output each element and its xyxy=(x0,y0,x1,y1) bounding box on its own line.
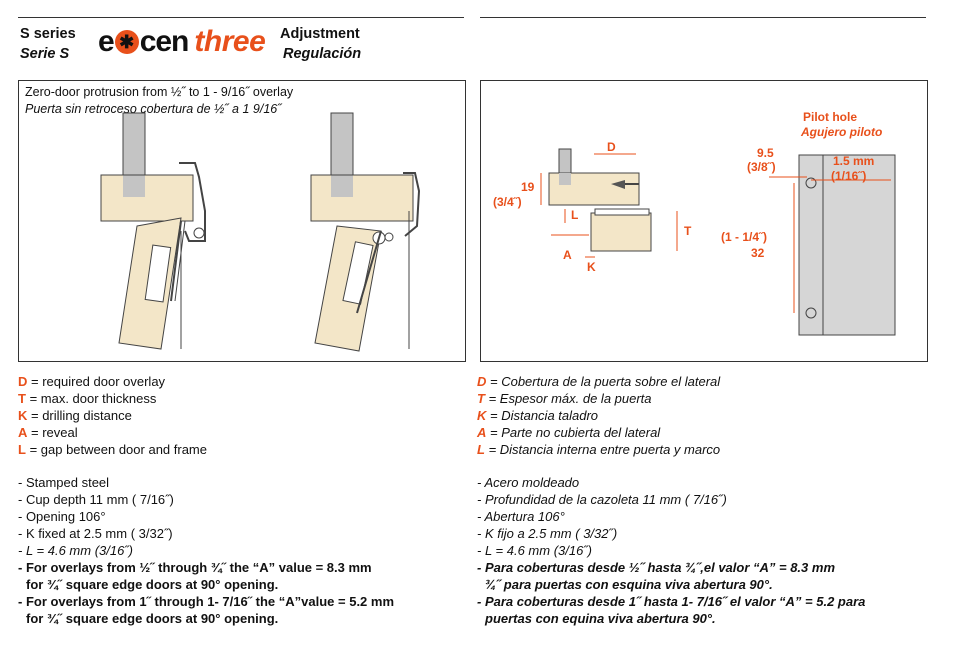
specs-en: - Stamped steel - Cup depth 11 mm ( 7/16… xyxy=(18,474,468,627)
specs-es: - Acero moldeado - Profundidad de la caz… xyxy=(477,474,947,627)
dim-15: 1.5 mm xyxy=(833,154,874,168)
title-es: Regulación xyxy=(283,46,362,62)
spec-en-0: - Stamped steel xyxy=(18,475,110,490)
dim-label-K: K xyxy=(587,260,596,274)
legend-row-l: L = gap between door and frame xyxy=(18,442,207,457)
legend-row-k: K = drilling distance xyxy=(18,408,132,423)
spec-en-5: - For overlays from ½˝ through ¾˝ the “A… xyxy=(18,560,372,575)
eccen-three-logo: e ✱ cen three xyxy=(98,24,266,60)
hinge-diagram-left xyxy=(100,112,421,352)
spec-en-6: for ¾˝ square edge doors at 90° opening. xyxy=(26,577,279,592)
dim-15-in: (1/16˝) xyxy=(831,169,866,183)
legend-row-d: D = required door overlay xyxy=(18,374,166,389)
pilot-hole-en: Pilot hole xyxy=(803,110,857,124)
dim-95: 9.5 xyxy=(757,146,774,160)
brand-text-right: cen xyxy=(139,25,190,58)
dim-label-T: T xyxy=(684,224,692,238)
spec-es-6: ¾˝ para puertas con esquina viva abertur… xyxy=(485,577,773,592)
spec-es-1: - Profundidad de la cazoleta 11 mm ( 7/1… xyxy=(477,492,727,507)
left-diagram-panel: Zero-door protrusion from ½˝ to 1 - 9/16… xyxy=(18,80,466,362)
spec-es-3: - K fijo a 2.5 mm ( 3/32˝) xyxy=(477,526,618,541)
spec-en-1: - Cup depth 11 mm ( 7/16˝) xyxy=(18,492,174,507)
legend-es-row-d: D = Cobertura de la puerta sobre el late… xyxy=(477,374,721,389)
spec-es-4: - L = 4.6 mm (3/16˝) xyxy=(477,543,592,558)
spec-en-3: - K fixed at 2.5 mm ( 3/32˝) xyxy=(18,526,173,541)
caption-es: Puerta sin retroceso cobertura de ½˝ a 1… xyxy=(25,102,282,116)
dim-32-in: (1 - 1/4˝) xyxy=(721,230,767,244)
spec-es-5: - Para coberturas desde ½˝ hasta ¾˝,el v… xyxy=(477,560,836,575)
legend-es: D = Cobertura de la puerta sobre el late… xyxy=(477,373,720,458)
legend-row-t: T = max. door thickness xyxy=(18,391,157,406)
spec-es-8: puertas con equina viva abertura 90°. xyxy=(485,611,716,626)
legend-row-a: A = reveal xyxy=(18,425,78,440)
series-es: Serie S xyxy=(20,46,70,62)
spec-en-2: - Opening 106° xyxy=(18,509,106,524)
dim-label-A: A xyxy=(563,248,572,262)
legend-es-row-k: K = Distancia taladro xyxy=(477,408,599,423)
spec-es-0: - Acero moldeado xyxy=(477,475,580,490)
dim-label-D: D xyxy=(607,140,616,154)
spec-es-7: - Para coberturas desde 1˝ hasta 1- 7/16… xyxy=(477,594,866,609)
right-diagram-panel: D T L A K 19 (3/4˝) Pilot hole Agujero p… xyxy=(480,80,928,362)
brand-text-left: e xyxy=(98,25,115,58)
spec-en-8: for ¾˝ square edge doors at 90° opening. xyxy=(26,611,279,626)
dim-label-L: L xyxy=(571,208,578,222)
caption-en: Zero-door protrusion from ½˝ to 1 - 9/16… xyxy=(25,85,294,99)
title-en: Adjustment xyxy=(280,26,360,42)
brand-star-icon: ✱ xyxy=(114,30,139,54)
legend-en: D = required door overlay T = max. door … xyxy=(18,373,207,458)
series-en: S series xyxy=(20,26,76,42)
spec-es-2: - Abertura 106° xyxy=(477,509,565,524)
spec-en-7: - For overlays from 1˝ through 1- 7/16˝ … xyxy=(18,594,395,609)
legend-es-row-l: L = Distancia interna entre puerta y mar… xyxy=(477,442,721,457)
dim-95-in: (3/8˝) xyxy=(747,160,776,174)
legend-es-row-a: A = Parte no cubierta del lateral xyxy=(477,425,661,440)
top-rule-left xyxy=(18,17,464,18)
dim-19-in: (3/4˝) xyxy=(493,195,522,209)
spec-en-4: - L = 4.6 mm (3/16˝) xyxy=(18,543,133,558)
legend-es-row-t: T = Espesor máx. de la puerta xyxy=(477,391,652,406)
dim-32: 32 xyxy=(751,246,765,260)
brand-three: three xyxy=(194,25,266,58)
dim-19: 19 xyxy=(521,180,535,194)
hinge-diagram-right: D T L A K 19 (3/4˝) Pilot hole Agujero p… xyxy=(493,110,896,336)
top-rule-right xyxy=(480,17,926,18)
pilot-hole-es: Agujero piloto xyxy=(800,125,882,139)
